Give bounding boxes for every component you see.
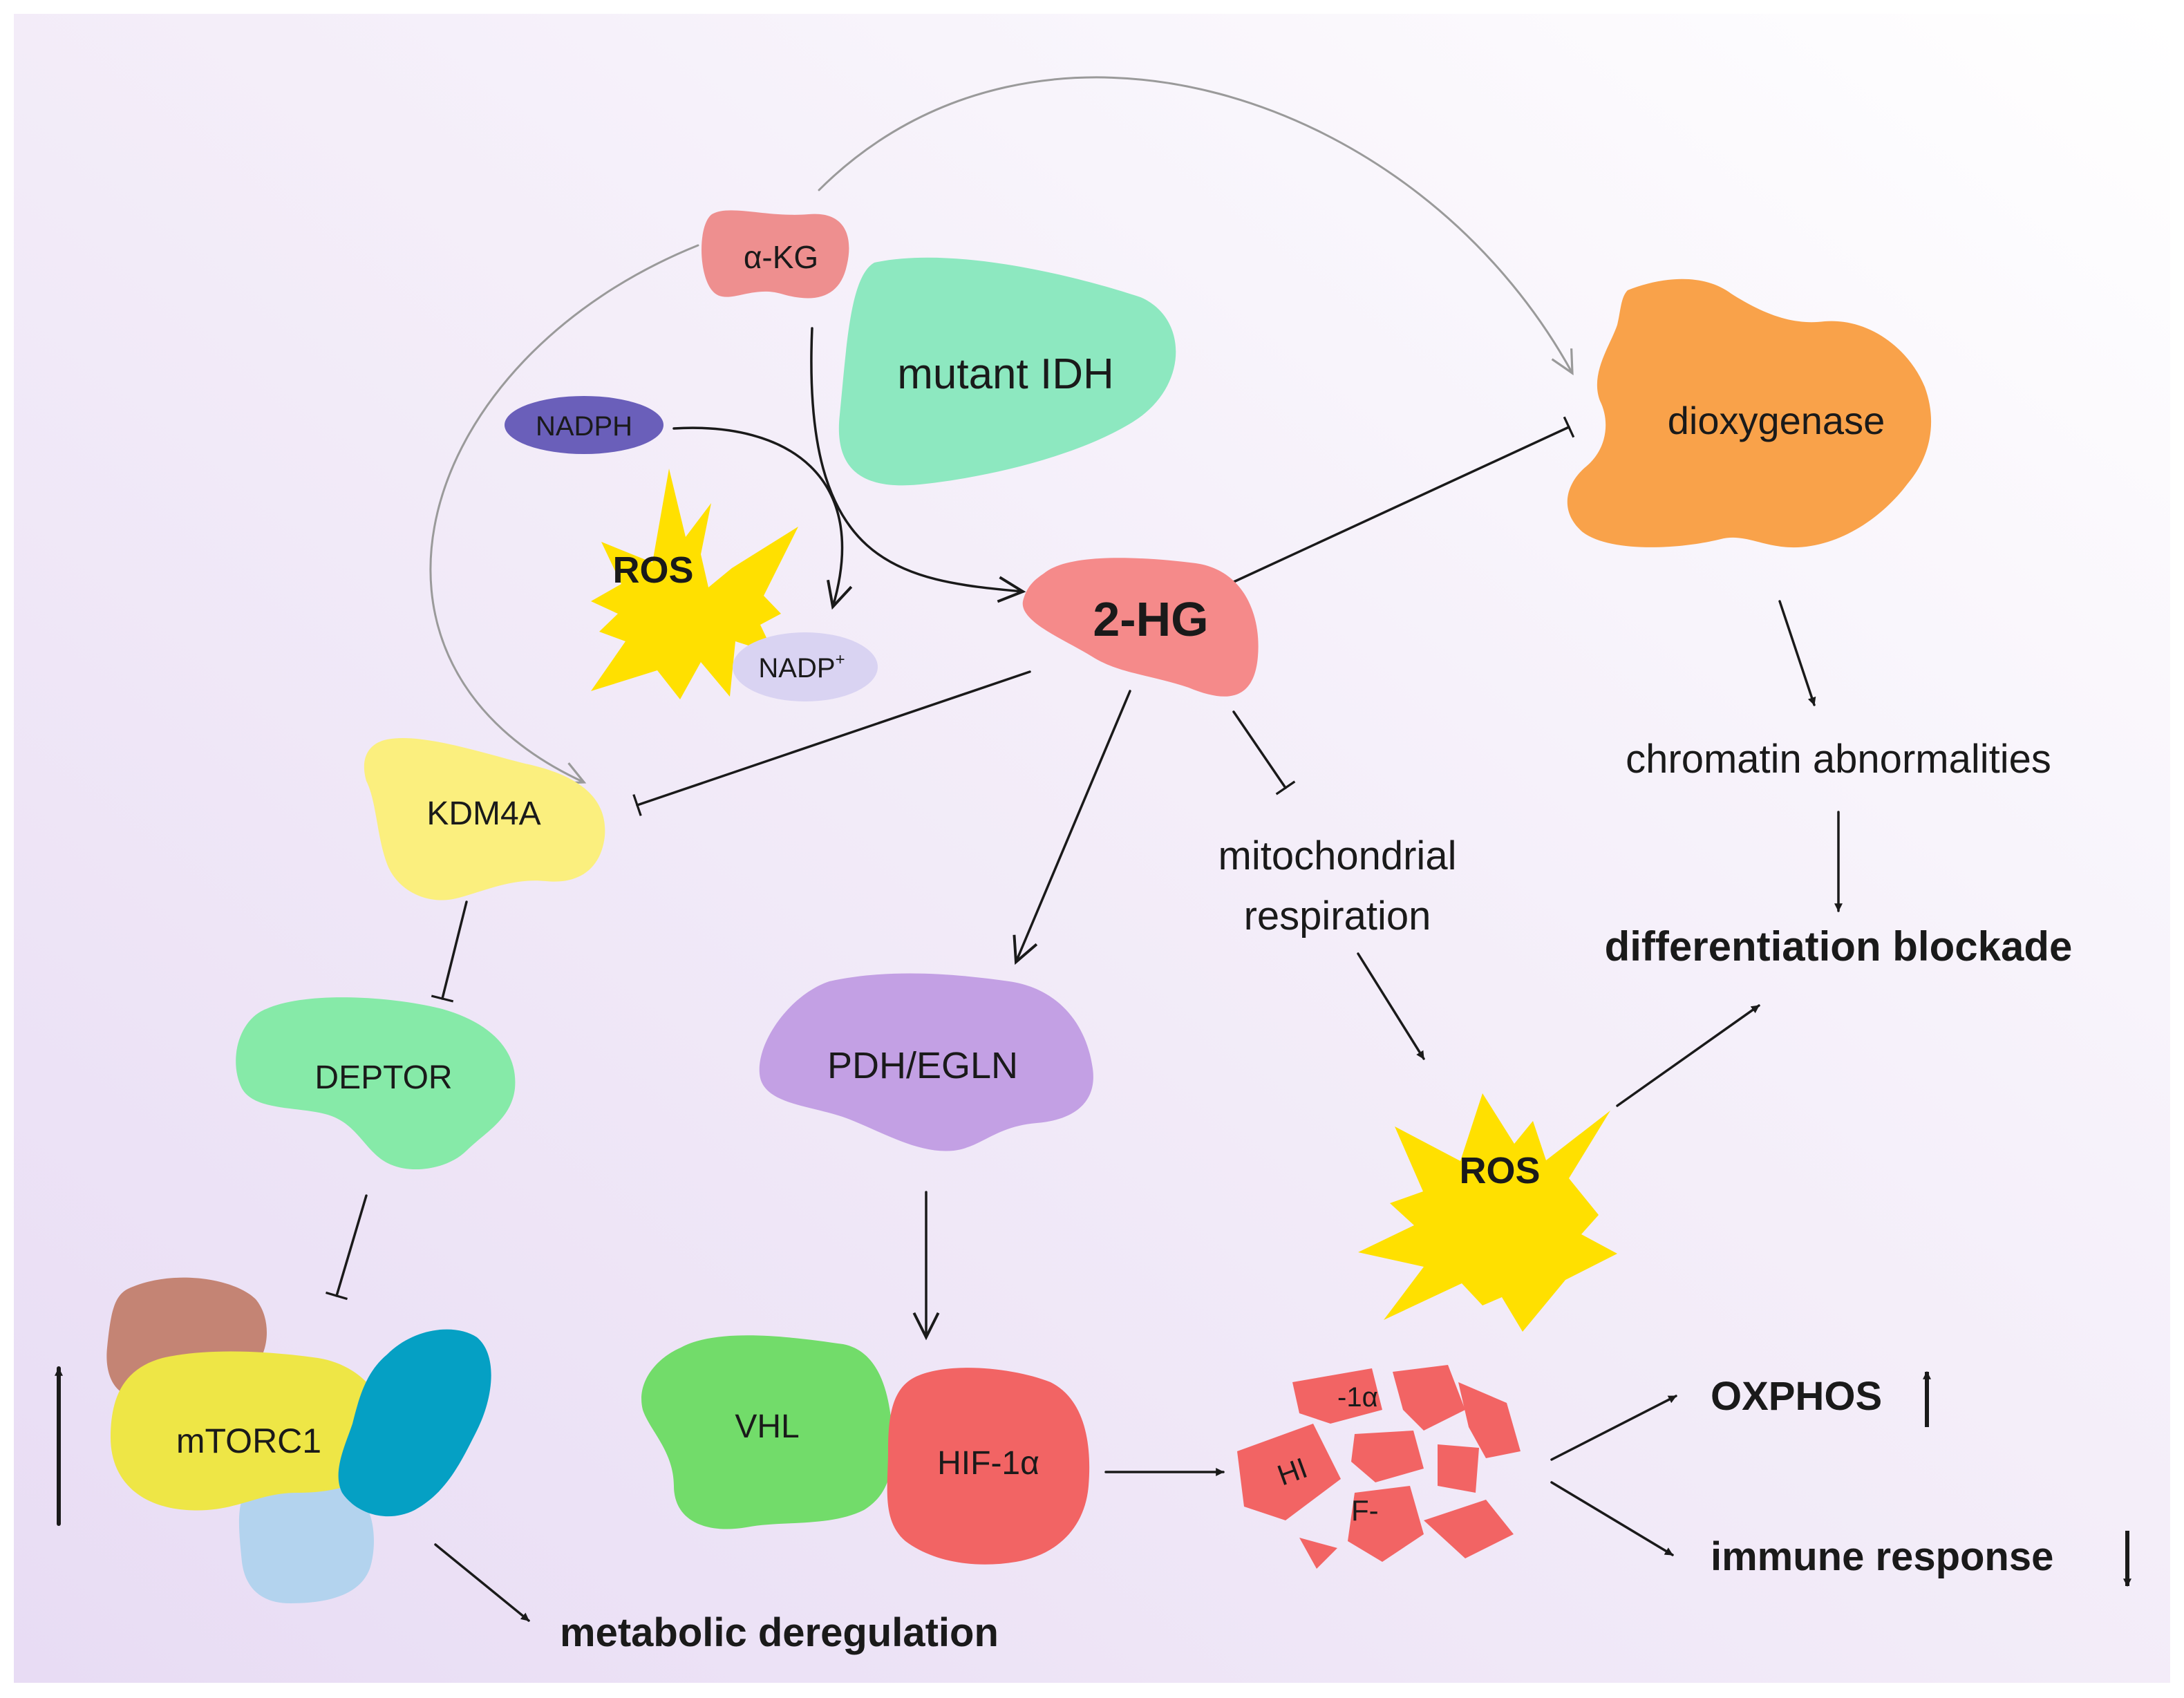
edge-akg-to-kdm4a: [429, 244, 699, 784]
oxphos-label: OXPHOS: [1711, 1374, 1882, 1419]
chromatin-label: chromatin abnormalities: [1626, 737, 2051, 782]
fragment-text-1a: -1α: [1337, 1382, 1378, 1413]
edge-kdm4a-inhibits-deptor: [431, 900, 468, 1003]
deptor-label: DEPTOR: [314, 1059, 452, 1096]
mito-label-line2: respiration: [1244, 894, 1431, 938]
differentiation-label: differentiation blockade: [1605, 923, 2073, 970]
mtorc1-blue-subunit: [238, 1477, 374, 1603]
mtorc1-teal-subunit: [338, 1329, 491, 1517]
fragment-piece: [1424, 1500, 1514, 1558]
hif1a-fragments: [1237, 1365, 1521, 1569]
edge-ros-to-differentiation: [1616, 1004, 1760, 1107]
fragment-piece: [1393, 1365, 1465, 1431]
hif1a-label: HIF-1α: [937, 1445, 1039, 1482]
ros-top-star: [591, 469, 798, 699]
vhl-blob: [641, 1335, 893, 1529]
pdh-egln-label: PDH/EGLN: [827, 1045, 1018, 1086]
immune-label: immune response: [1711, 1534, 2053, 1579]
2hg-label: 2-HG: [1093, 592, 1208, 646]
mutant-idh-blob: [838, 257, 1176, 486]
edge-akg-to-2hg: [810, 327, 1023, 592]
nadp-label: NADP+: [758, 650, 845, 683]
nadp-superscript: +: [836, 650, 845, 669]
edge-2hg-inhibits-dioxygenase: [1232, 416, 1575, 583]
mtorc1-label: mTORC1: [176, 1422, 321, 1460]
dioxygenase-label: dioxygenase: [1668, 399, 1885, 442]
fragment-piece: [1299, 1538, 1337, 1569]
dioxygenase-blob: [1567, 279, 1932, 548]
edge-mtorc1-to-metabolic: [434, 1543, 530, 1622]
fragment-text-f: F-: [1351, 1494, 1379, 1527]
mutant-idh-label: mutant IDH: [897, 350, 1114, 398]
edges: [55, 76, 1843, 1622]
nadp-ellipse: [733, 632, 878, 701]
edge-akg-to-dioxygenase: [818, 76, 1574, 376]
mtorc1-yellow-subunit: [111, 1351, 388, 1511]
hif1a-blob: [887, 1368, 1090, 1565]
fragment-piece: [1351, 1431, 1424, 1482]
ros-bottom-label: ROS: [1459, 1150, 1540, 1191]
akg-label: α-KG: [744, 239, 818, 275]
nadph-ellipse: [505, 396, 663, 454]
edge-deptor-inhibits-mtorc1: [326, 1194, 368, 1301]
edge-fragments-to-oxphos: [1550, 1395, 1677, 1461]
kdm4a-blob: [364, 738, 605, 900]
nadp-text: NADP: [758, 653, 835, 683]
edge-2hg-inhibits-kdm4a: [632, 670, 1031, 816]
edge-2hg-to-pdh: [1016, 690, 1131, 962]
ros-bottom-star: [1358, 1093, 1617, 1332]
fragment-piece: [1292, 1368, 1382, 1424]
fragment-piece: [1458, 1382, 1521, 1458]
nadph-label: NADPH: [536, 411, 632, 442]
edge-2hg-inhibits-mito: [1232, 710, 1296, 795]
edge-mito-to-ros: [1357, 952, 1425, 1060]
mito-label-line1: mitochondrial: [1218, 833, 1457, 878]
mtorc1-complex: mTORC1: [106, 1277, 491, 1603]
2hg-blob: [1022, 558, 1259, 697]
fragment-piece: [1348, 1486, 1424, 1562]
deptor-blob: [236, 997, 516, 1170]
metabolic-label: metabolic deregulation: [560, 1610, 999, 1655]
vhl-label: VHL: [735, 1408, 799, 1445]
akg-blob: [702, 210, 849, 299]
ros-top-label: ROS: [612, 549, 693, 591]
edge-nadph-to-nadp: [672, 426, 842, 607]
kdm4a-label: KDM4A: [426, 795, 540, 832]
fragment-piece: [1438, 1444, 1479, 1493]
fragment-piece: [1237, 1424, 1341, 1520]
pdh-egln-blob: [759, 973, 1093, 1151]
edge-fragments-to-immune: [1550, 1481, 1674, 1556]
edge-dioxygenase-to-chromatin: [1778, 600, 1816, 706]
